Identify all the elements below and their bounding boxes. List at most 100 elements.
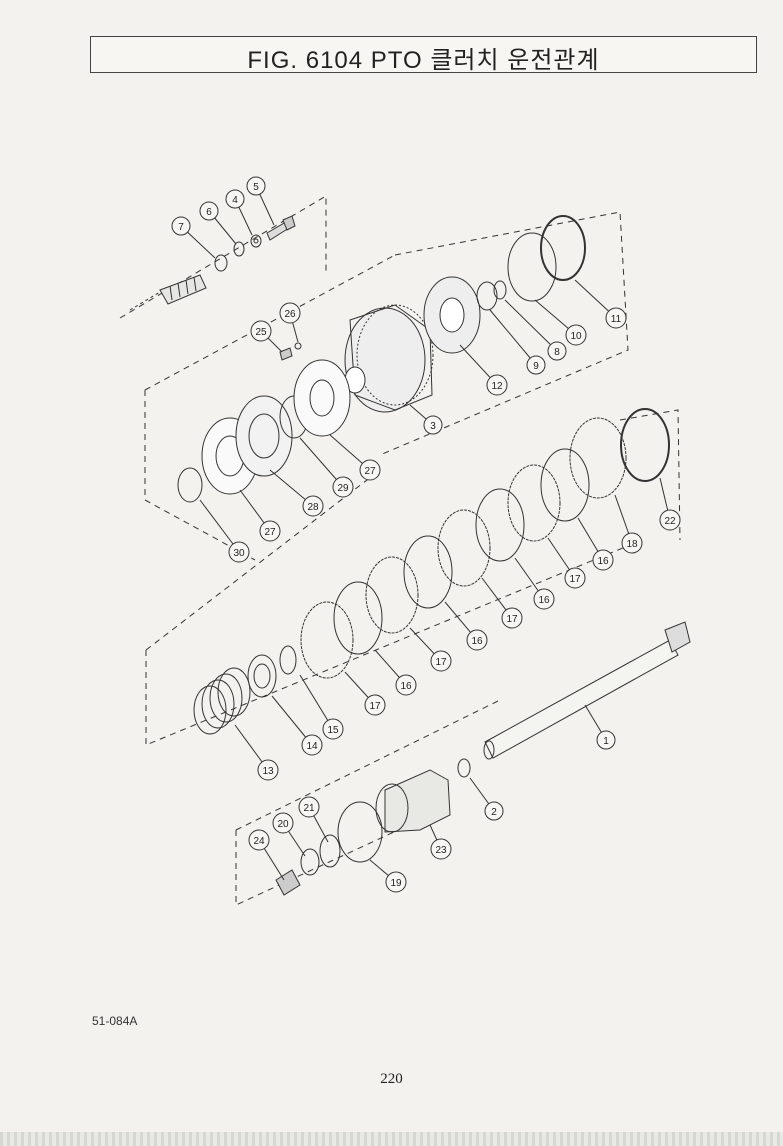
callout-4: 4 [225,189,245,209]
plate-28 [235,395,293,477]
hub-23 [375,769,451,833]
callout-1: 1 [596,730,616,750]
callout-26: 26 [279,302,301,324]
callout-28: 28 [302,495,324,517]
plate-17d [300,601,354,679]
svg-text:30: 30 [233,548,245,559]
plate-12 [423,276,481,354]
callout-3: 3 [423,415,443,435]
pin-25 [279,347,293,361]
callout-16-d: 16 [395,674,417,696]
callout-17-b: 17 [501,607,523,629]
callout-13: 13 [257,759,279,781]
svg-text:5: 5 [253,182,259,193]
callout-21: 21 [298,796,320,818]
svg-text:19: 19 [390,878,402,889]
snap-ring-30 [177,467,203,503]
disc-16d [333,581,383,655]
callout-2: 2 [484,801,504,821]
ring-6 [233,241,245,257]
washer-4 [250,234,262,248]
svg-text:17: 17 [369,701,381,712]
callout-20: 20 [272,812,294,834]
disc-16a [540,448,590,522]
oring-19 [337,801,383,863]
ring-8 [493,280,507,300]
svg-text:12: 12 [491,381,503,392]
callout-14: 14 [301,734,323,756]
callout-27-lower: 27 [259,520,281,542]
clutch-drum-3 [344,304,434,413]
svg-text:24: 24 [253,836,265,847]
svg-text:17: 17 [506,614,518,625]
svg-text:29: 29 [337,483,349,494]
svg-text:26: 26 [284,309,296,320]
plate-17a [507,464,561,542]
disc-16c [403,535,453,609]
shaft-1 [483,621,691,760]
svg-text:3: 3 [430,421,436,432]
callout-16-a: 16 [592,549,614,571]
svg-text:16: 16 [471,636,483,647]
callout-29: 29 [332,476,354,498]
callout-5: 5 [246,176,266,196]
svg-text:27: 27 [364,466,376,477]
svg-text:10: 10 [570,331,582,342]
plate-27b [293,359,351,437]
plate-17b [437,509,491,587]
callout-24: 24 [248,829,270,851]
svg-text:27: 27 [264,527,276,538]
figure-title: FIG. 6104 PTO 클러치 운전관계 [247,47,600,74]
callout-16-b: 16 [533,588,555,610]
svg-text:15: 15 [327,725,339,736]
callout-19: 19 [385,871,407,893]
svg-text:16: 16 [538,595,550,606]
callout-17-a: 17 [564,567,586,589]
svg-text:11: 11 [611,314,622,325]
svg-text:1: 1 [603,736,609,747]
svg-text:23: 23 [435,845,447,856]
ring-9 [476,281,498,311]
callout-15: 15 [322,718,344,740]
page-number: 220 [380,1071,403,1087]
svg-text:9: 9 [533,361,539,372]
snap-ring-22 [620,408,670,482]
svg-text:22: 22 [664,516,676,527]
callout-12: 12 [486,374,508,396]
spring-13 [193,667,251,735]
snap-ring-2 [457,758,471,778]
svg-text:21: 21 [303,803,315,814]
group-frame-middle [145,409,681,746]
svg-text:8: 8 [554,347,560,358]
svg-text:18: 18 [626,539,638,550]
svg-text:17: 17 [435,657,447,668]
ring-11 [540,215,586,281]
plate-18 [569,417,627,499]
callout-9: 9 [526,355,546,375]
disc-16b [475,488,525,562]
callout-7: 7 [171,216,191,236]
callout-10: 10 [565,324,587,346]
callout-30: 30 [228,541,250,563]
callout-23: 23 [430,838,452,860]
callout-18: 18 [621,532,643,554]
callout-25: 25 [250,320,272,342]
callout-17-d: 17 [364,694,386,716]
spline-shaft-end [129,274,207,311]
svg-text:14: 14 [306,741,318,752]
svg-text:28: 28 [307,502,319,513]
washer-20 [300,848,320,876]
retainer-14 [247,654,277,698]
svg-text:4: 4 [232,195,238,206]
svg-text:16: 16 [400,681,412,692]
callout-labels: 7 6 4 5 11 10 8 9 12 3 25 26 27 29 28 27… [171,176,681,893]
svg-text:6: 6 [206,207,212,218]
scan-edge-strip [0,1132,783,1146]
drawing-code: 51-084A [92,1014,138,1028]
ball-26 [294,342,302,350]
callout-22: 22 [659,509,681,531]
callout-17-c: 17 [430,650,452,672]
svg-text:16: 16 [597,556,609,567]
oring-10 [507,232,557,302]
callout-16-c: 16 [466,629,488,651]
